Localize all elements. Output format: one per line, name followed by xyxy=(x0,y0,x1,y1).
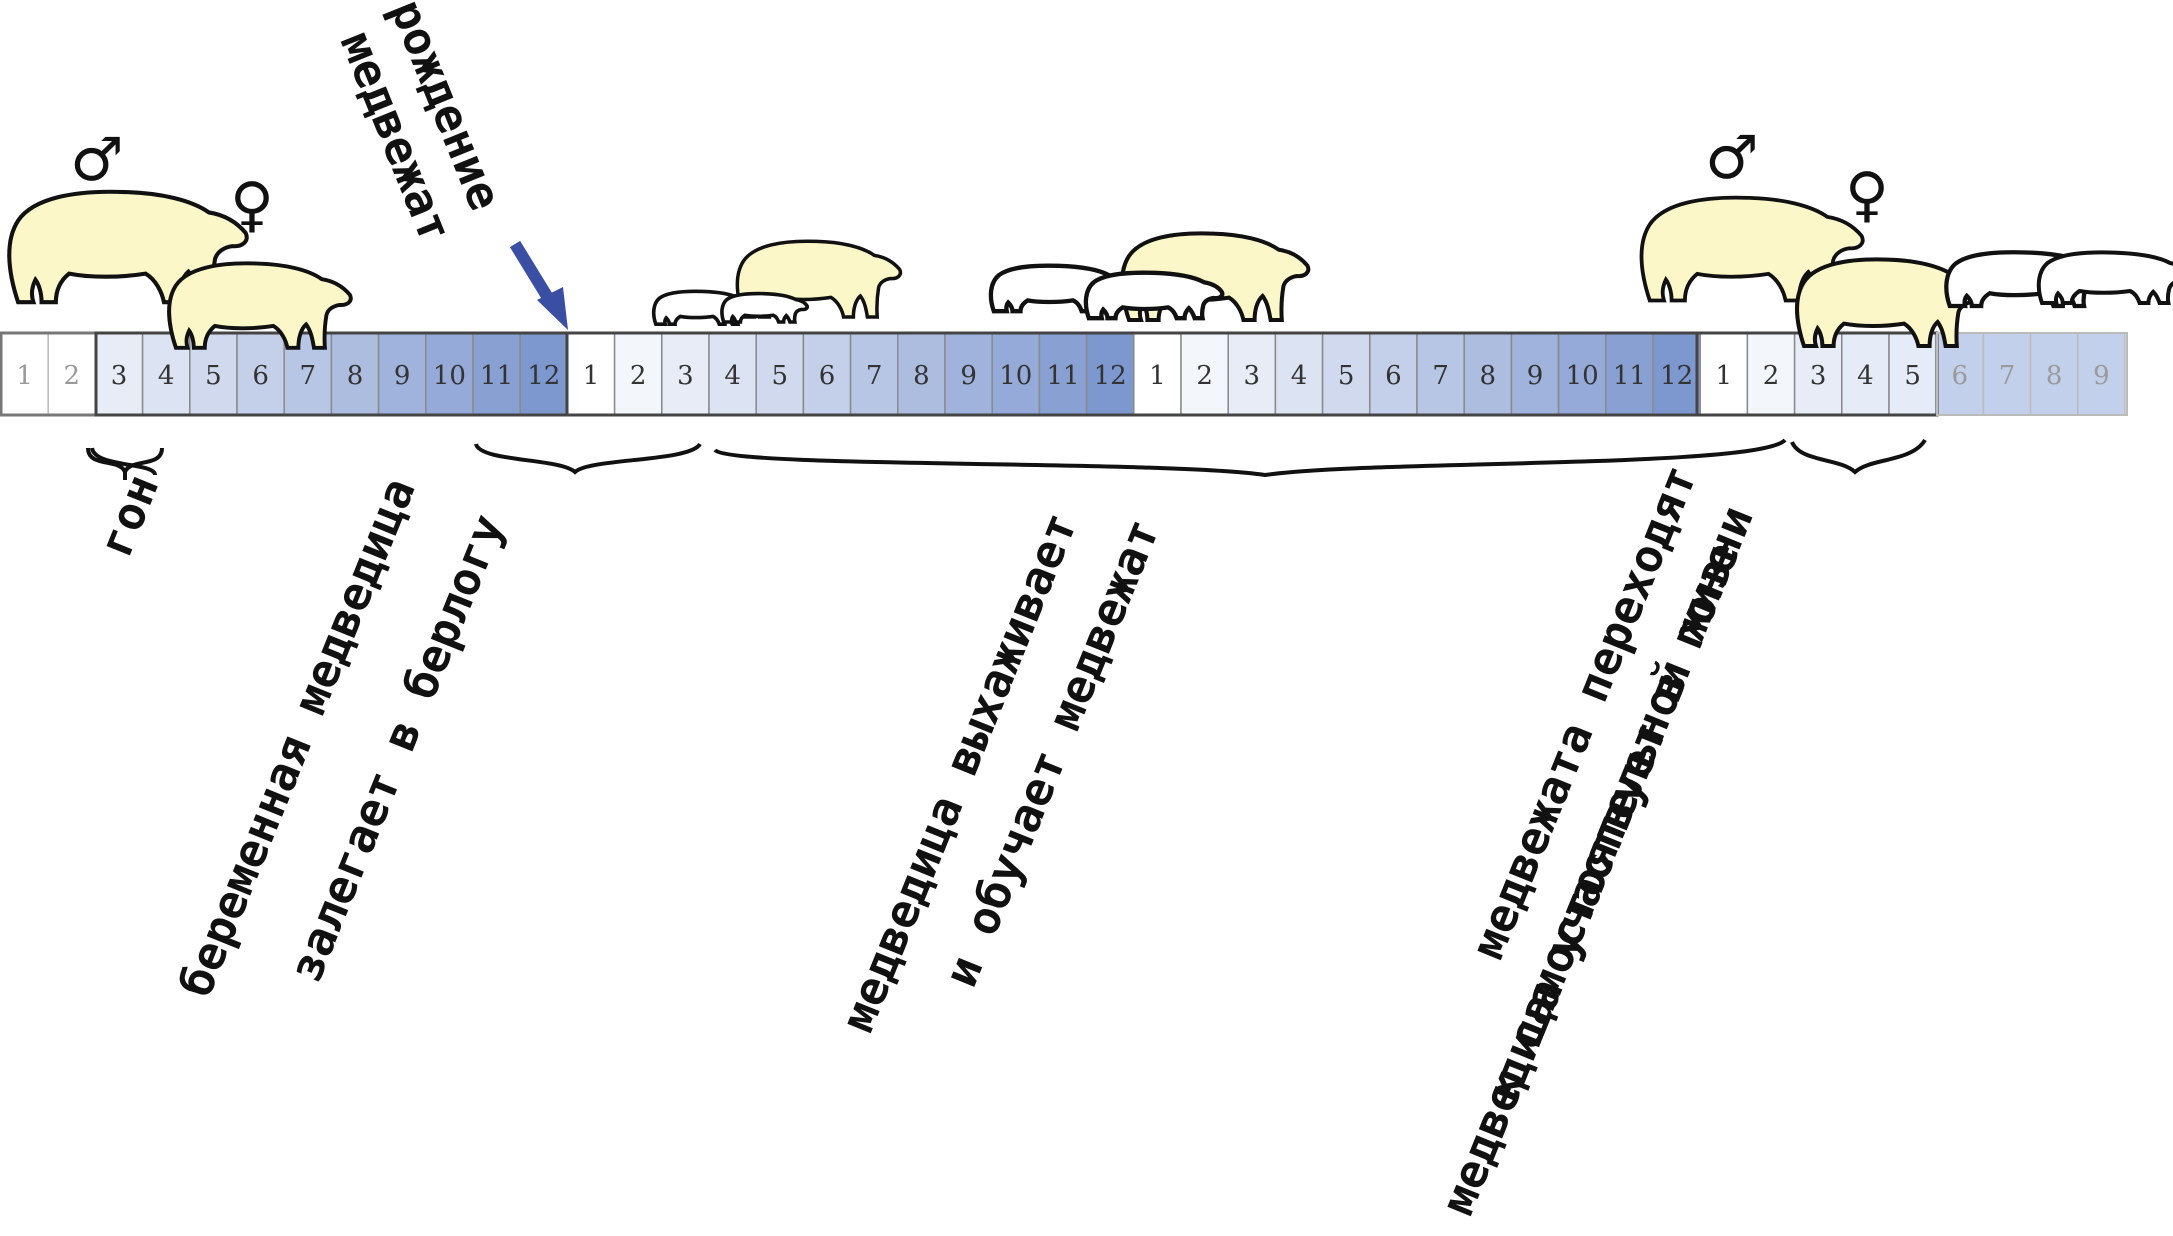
month-number: 2 xyxy=(630,361,647,391)
month-cell xyxy=(613,332,663,416)
month-number: 3 xyxy=(677,361,694,391)
month-number: 4 xyxy=(158,361,175,391)
month-number: 6 xyxy=(819,361,836,391)
young-bear-right-2 xyxy=(2039,252,2173,303)
rut-label: гон xyxy=(88,467,169,564)
month-number: 5 xyxy=(772,361,789,391)
month-number: 10 xyxy=(999,361,1032,391)
month-number: 11 xyxy=(1613,361,1646,391)
polar-bear-cub-icon xyxy=(720,291,809,324)
month-number: 1 xyxy=(1716,361,1733,391)
month-number: 4 xyxy=(1291,361,1308,391)
month-cell xyxy=(1699,332,1749,416)
month-cell xyxy=(1133,332,1182,416)
month-number: 8 xyxy=(913,361,930,391)
month-cell xyxy=(566,332,616,416)
male-symbol-icon: ♂ xyxy=(70,125,124,195)
month-number: 12 xyxy=(1094,361,1127,391)
month-number: 11 xyxy=(480,361,513,391)
polar-bear-cub-icon xyxy=(2039,252,2173,303)
timeline-outline-faded xyxy=(1936,332,2128,416)
month-cell xyxy=(849,332,899,416)
month-cell xyxy=(755,332,805,416)
month-number: 5 xyxy=(1338,361,1355,391)
month-number: 5 xyxy=(205,361,222,391)
month-number: 10 xyxy=(433,361,466,391)
month-cell xyxy=(1746,332,1796,416)
month-number: 7 xyxy=(866,361,883,391)
month-number: 7 xyxy=(300,361,317,391)
month-number: 5 xyxy=(1904,361,1921,391)
month-number: 6 xyxy=(252,361,269,391)
month-number: 2 xyxy=(1763,361,1780,391)
month-number: 9 xyxy=(2093,361,2110,391)
curly-brace-icon xyxy=(86,447,164,480)
month-number: 6 xyxy=(1952,361,1969,391)
month-number: 4 xyxy=(1857,361,1874,391)
cub-bear-2 xyxy=(720,291,809,324)
curly-brace-icon xyxy=(90,447,157,476)
female-symbol-icon: ♀ xyxy=(230,170,274,240)
month-number: 1 xyxy=(1149,361,1166,391)
month-number: 8 xyxy=(347,361,364,391)
month-number: 12 xyxy=(527,361,560,391)
month-number: 9 xyxy=(1527,361,1544,391)
month-number: 11 xyxy=(1046,361,1079,391)
male-symbol-icon: ♂ xyxy=(1705,123,1759,193)
month-number: 12 xyxy=(1660,361,1693,391)
month-number: 2 xyxy=(64,361,81,391)
month-cell xyxy=(1982,332,2032,416)
curly-brace-icon xyxy=(713,438,1787,478)
female-symbol-icon: ♀ xyxy=(1845,160,1889,230)
month-number: 7 xyxy=(1999,361,2016,391)
month-number: 9 xyxy=(394,361,411,391)
month-number: 10 xyxy=(1566,361,1599,391)
month-number: 3 xyxy=(111,361,128,391)
month-cell xyxy=(94,332,144,416)
month-number: 2 xyxy=(1196,361,1213,391)
month-cell xyxy=(944,332,993,416)
curly-brace-icon xyxy=(474,442,702,475)
month-number: 4 xyxy=(724,361,741,391)
month-number: 8 xyxy=(2046,361,2063,391)
blue-arrow-icon xyxy=(509,240,568,330)
month-number: 1 xyxy=(16,361,33,391)
month-cell xyxy=(1557,332,1607,416)
month-number: 6 xyxy=(1385,361,1402,391)
month-cell xyxy=(708,332,757,416)
month-number: 7 xyxy=(1432,361,1449,391)
month-number: 8 xyxy=(1480,361,1497,391)
month-number: 3 xyxy=(1810,361,1827,391)
curly-brace-icon xyxy=(1790,438,1927,475)
month-number: 9 xyxy=(960,361,977,391)
month-cell xyxy=(1416,332,1465,416)
month-number: 3 xyxy=(1244,361,1261,391)
month-cell xyxy=(897,332,946,416)
month-number: 1 xyxy=(583,361,600,391)
